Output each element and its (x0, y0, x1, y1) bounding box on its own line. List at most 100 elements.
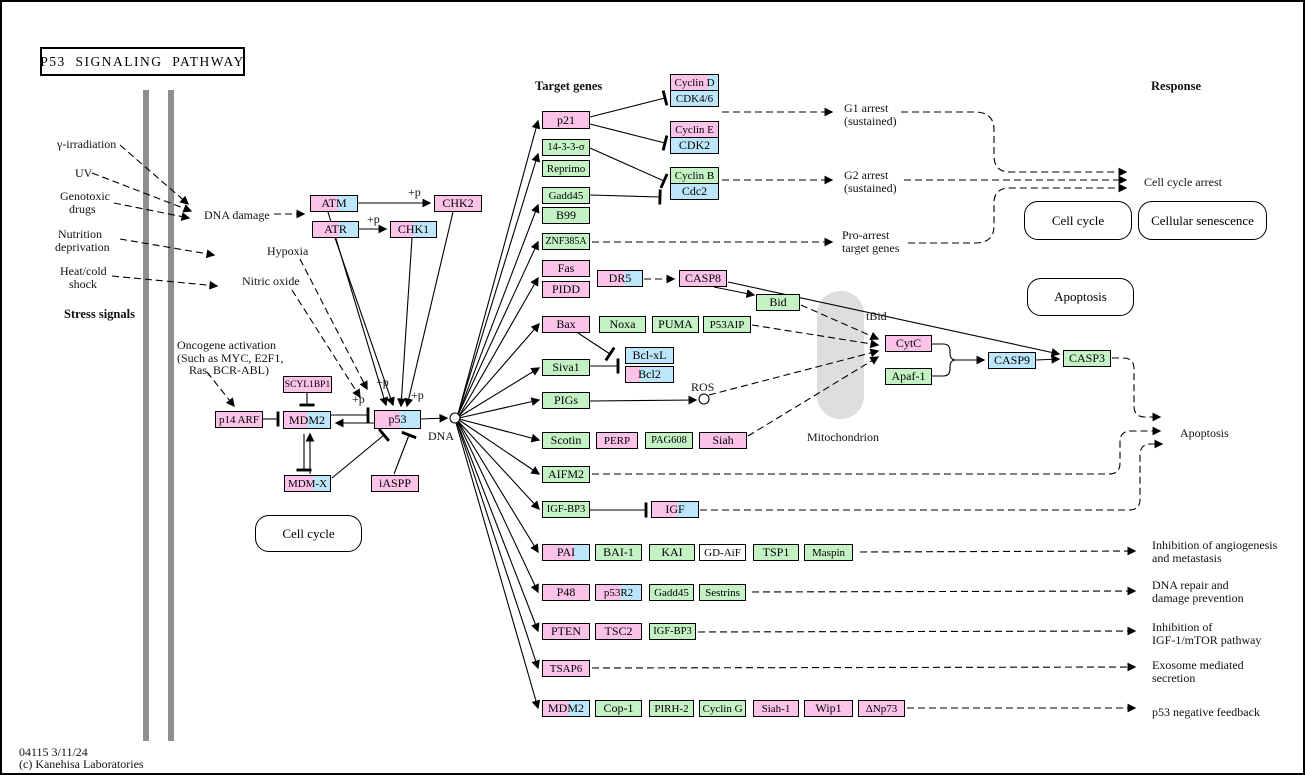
dna-target-fan (420, 119, 541, 710)
diagram-label: Pro-arrest target genes (842, 228, 900, 255)
gene-cyclinb[interactable]: Cyclin B (670, 167, 719, 184)
gene-bclxl[interactable]: Bcl-xL (625, 347, 674, 364)
cell-membrane (143, 90, 174, 741)
gene-igf[interactable]: IGF (651, 501, 699, 518)
diagram-label: Heat/cold shock (60, 264, 107, 291)
gene-p21[interactable]: p21 (542, 111, 590, 129)
gene-chk1[interactable]: CHK1 (390, 221, 437, 238)
gene-cycling[interactable]: Cyclin G (699, 700, 746, 717)
gene-mdm2[interactable]: MDM2 (283, 411, 331, 429)
gene-perp[interactable]: PERP (596, 432, 638, 449)
gene-bai1[interactable]: BAI-1 (595, 544, 642, 561)
gene-bid[interactable]: Bid (756, 294, 800, 311)
gene-p53r2[interactable]: p53R2 (595, 584, 642, 601)
diagram-label: Nitric oxide (242, 274, 300, 288)
gene-wip1[interactable]: Wip1 (804, 700, 853, 717)
gene-scotin[interactable]: Scotin (542, 432, 590, 449)
gene-bax[interactable]: Bax (542, 316, 590, 333)
gene-pten[interactable]: PTEN (542, 623, 590, 640)
diagram-label: UV (75, 166, 93, 180)
gene-maspin[interactable]: Maspin (804, 544, 853, 561)
gene-aifm2[interactable]: AIFM2 (542, 466, 590, 483)
gene-cytc[interactable]: CytC (885, 335, 932, 352)
gene-pigs[interactable]: PIGs (542, 392, 590, 409)
pathway-link-cell-cycle-left[interactable]: Cell cycle (255, 515, 362, 552)
gene-siah1[interactable]: Siah-1 (753, 700, 799, 717)
gene-gadd45b[interactable]: Gadd45 (649, 584, 694, 601)
gene-mdm2b[interactable]: MDM2 (542, 700, 590, 717)
gene-igfbp3b[interactable]: IGF-BP3 (649, 623, 696, 640)
gene-mdmx[interactable]: MDM-X (284, 475, 331, 492)
diagram-label: ROS (691, 380, 715, 394)
diagram-label: Stress signals (64, 307, 135, 321)
pathway-title[interactable]: P53 SIGNALING PATHWAY (40, 47, 245, 76)
ros-node (698, 393, 710, 405)
gene-bcl2[interactable]: Bcl2 (625, 366, 674, 383)
gene-casp8[interactable]: CASP8 (679, 270, 727, 287)
gene-cycline[interactable]: Cyclin E (670, 121, 719, 138)
diagram-label: Mitochondrion (807, 430, 879, 444)
diagram-label: +p (376, 375, 389, 389)
stress-signal-arrows (91, 144, 368, 408)
diagram-label: γ-irradiation (57, 137, 117, 151)
gene-pirh2[interactable]: PIRH-2 (649, 700, 694, 717)
gene-p14arf[interactable]: p14 ARF (215, 411, 263, 428)
gene-cdk2[interactable]: CDK2 (670, 137, 719, 154)
gene-iaspp[interactable]: iASPP (371, 475, 419, 492)
diagram-label: DNA repair and damage prevention (1152, 578, 1244, 605)
gene-siah[interactable]: Siah (699, 432, 747, 449)
cell-cycle-inhibition (589, 90, 669, 205)
gene-tsc2[interactable]: TSC2 (595, 623, 642, 640)
gene-b99[interactable]: B99 (542, 207, 590, 224)
diagram-label: tBid (866, 309, 887, 323)
gene-pag608[interactable]: PAG608 (645, 432, 693, 449)
gene-cop1[interactable]: Cop-1 (595, 700, 642, 717)
gene-p53[interactable]: p53 (374, 410, 421, 429)
gene-noxa[interactable]: Noxa (599, 316, 646, 333)
gene-gdaif[interactable]: GD-AiF (699, 544, 746, 561)
bottom-response-dashes (591, 546, 1137, 713)
gene-chk2[interactable]: CHK2 (434, 195, 482, 212)
gene-cyclind[interactable]: Cyclin D (670, 74, 719, 91)
diagram-label: 04115 3/11/24 (19, 745, 88, 759)
gene-atr[interactable]: ATR (312, 221, 359, 238)
gene-gadd45[interactable]: Gadd45 (542, 187, 590, 204)
gene-casp3[interactable]: CASP3 (1063, 350, 1111, 367)
gene-scyl1bp1[interactable]: SCYL1BP1 (283, 376, 332, 393)
gene-p53aip[interactable]: P53AIP (703, 316, 751, 333)
diagram-label: Apoptosis (1180, 426, 1229, 440)
dna-hub-node (449, 412, 461, 424)
gene-pidd[interactable]: PIDD (542, 281, 590, 298)
gene-tsp1[interactable]: TSP1 (753, 544, 799, 561)
gene-cdc2[interactable]: Cdc2 (670, 183, 719, 200)
gene-dnp73[interactable]: ΔNp73 (858, 700, 905, 717)
gene-atm[interactable]: ATM (310, 195, 358, 212)
diagram-label: DNA damage (204, 208, 270, 222)
pathway-link-apoptosis-box[interactable]: Apoptosis (1027, 278, 1134, 316)
gene-sestrins[interactable]: Sestrins (699, 584, 746, 601)
gene-apaf1[interactable]: Apaf-1 (885, 368, 932, 385)
gene-reprimo[interactable]: Reprimo (542, 160, 590, 177)
gene-kai[interactable]: KAI (649, 544, 695, 561)
gene-tsap6[interactable]: TSAP6 (542, 660, 590, 677)
diagram-label: Response (1151, 79, 1202, 93)
gene-puma[interactable]: PUMA (652, 316, 699, 333)
gene-fas[interactable]: Fas (542, 260, 590, 277)
diagram-label: Nutrition deprivation (55, 227, 110, 254)
gene-znf385a[interactable]: ZNF385A (542, 233, 590, 250)
pathway-link-cell-cycle-right[interactable]: Cell cycle (1024, 201, 1132, 240)
diagram-label: Inhibition of angiogenesis and metastasi… (1152, 538, 1278, 565)
diagram-label: Exosome mediated secretion (1152, 658, 1244, 685)
gene-s1433[interactable]: 14-3-3-σ (542, 139, 590, 156)
gene-pai[interactable]: PAI (542, 544, 590, 561)
diagram-label: Target genes (535, 79, 603, 93)
gene-p48[interactable]: P48 (542, 584, 590, 601)
gene-igfbp3[interactable]: IGF-BP3 (542, 501, 590, 518)
gene-cdk46[interactable]: CDK4/6 (670, 90, 719, 107)
gene-dr5[interactable]: DR5 (597, 270, 643, 287)
pathway-link-cellular-senescence[interactable]: Cellular senescence (1138, 201, 1267, 240)
gene-siva1[interactable]: Siva1 (542, 359, 590, 376)
diagram-label: Genotoxic drugs (60, 189, 110, 216)
gene-casp9[interactable]: CASP9 (988, 352, 1036, 369)
